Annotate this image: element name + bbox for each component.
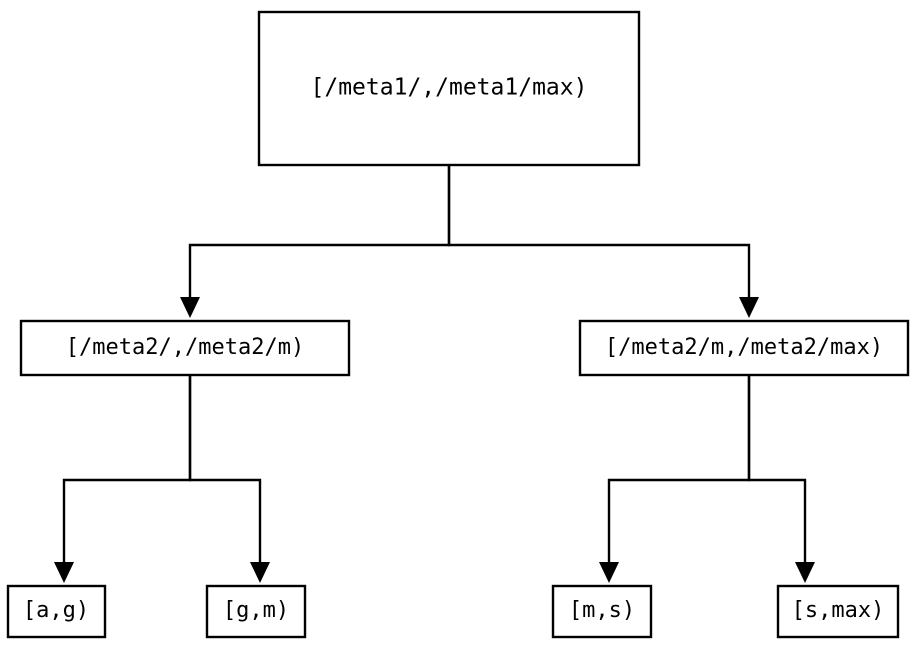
node-root-box bbox=[257, 10, 641, 167]
edge-mid-right-to-leaf-3 bbox=[599, 375, 751, 583]
arrowhead-icon bbox=[250, 562, 270, 583]
arrowhead-icon bbox=[599, 562, 619, 583]
node-leaf-3[interactable]: [m,s) bbox=[551, 584, 653, 639]
arrowhead-icon bbox=[739, 297, 759, 318]
node-root[interactable]: [/meta1/,/meta1/max) bbox=[257, 10, 641, 167]
node-leaf-2-box bbox=[205, 584, 307, 639]
node-root-label: [/meta1/,/meta1/max) bbox=[311, 75, 588, 101]
edge-line bbox=[188, 165, 451, 297]
edge-mid-right-to-leaf-4 bbox=[747, 375, 815, 583]
node-layer: [/meta1/,/meta1/max) [/meta2/,/meta2/m) … bbox=[6, 10, 910, 639]
edge-root-to-mid-left bbox=[180, 165, 451, 318]
node-mid-left-box bbox=[19, 319, 351, 377]
node-mid-right-label: [/meta2/m,/meta2/max) bbox=[605, 335, 883, 360]
edge-line bbox=[607, 375, 751, 562]
arrowhead-icon bbox=[180, 297, 200, 318]
node-leaf-1-label: [a,g) bbox=[23, 598, 89, 623]
node-leaf-4-label: [s,max) bbox=[792, 598, 885, 623]
node-leaf-2-label: [g,m) bbox=[223, 598, 289, 623]
node-leaf-1-box bbox=[6, 584, 107, 639]
edge-mid-left-to-leaf-1 bbox=[54, 375, 192, 583]
node-leaf-3-box bbox=[551, 584, 653, 639]
node-leaf-3-label: [m,s) bbox=[569, 598, 635, 623]
node-leaf-4[interactable]: [s,max) bbox=[776, 584, 900, 639]
edge-layer bbox=[54, 165, 815, 583]
edge-mid-left-to-leaf-2 bbox=[188, 375, 270, 583]
edge-root-to-mid-right bbox=[447, 165, 759, 318]
node-mid-right[interactable]: [/meta2/m,/meta2/max) bbox=[578, 319, 910, 377]
edge-line bbox=[62, 375, 192, 562]
edge-line bbox=[188, 375, 262, 562]
arrowhead-icon bbox=[54, 562, 74, 583]
node-leaf-4-box bbox=[776, 584, 900, 639]
arrowhead-icon bbox=[795, 562, 815, 583]
edge-line bbox=[447, 165, 751, 297]
node-mid-left-label: [/meta2/,/meta2/m) bbox=[66, 335, 304, 360]
node-mid-right-box bbox=[578, 319, 910, 377]
node-leaf-2[interactable]: [g,m) bbox=[205, 584, 307, 639]
edge-line bbox=[747, 375, 807, 562]
node-leaf-1[interactable]: [a,g) bbox=[6, 584, 107, 639]
node-mid-left[interactable]: [/meta2/,/meta2/m) bbox=[19, 319, 351, 377]
